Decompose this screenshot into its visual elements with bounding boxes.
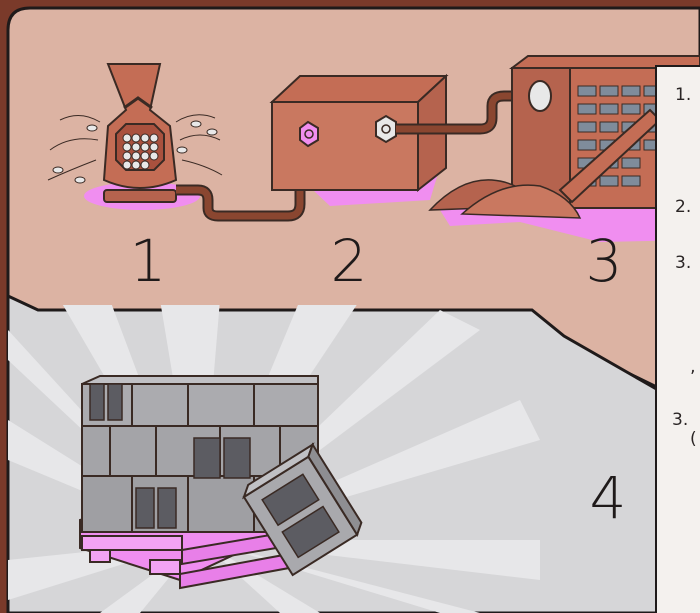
side-panel-item-2: 2.: [675, 197, 691, 217]
curing-chamber-icon: [269, 73, 449, 206]
side-panel: 1. 2. 3. 3. ‚ (: [655, 65, 700, 613]
side-panel-fragment-2: (: [690, 429, 697, 449]
step-number-2: 2: [331, 227, 368, 295]
side-panel-item-3: 3.: [675, 253, 691, 273]
step-number-3: 3: [586, 227, 623, 295]
result-panel: 4: [6, 293, 700, 613]
step-number-4: 4: [590, 464, 627, 532]
side-panel-item-1: 1.: [675, 85, 691, 105]
cinder-block-icon: [242, 442, 363, 577]
side-panel-item-4: 3.: [672, 410, 688, 430]
side-panel-fragment: ‚: [690, 357, 695, 377]
step-number-1: 1: [130, 227, 167, 295]
kiln-icon: [47, 63, 223, 210]
